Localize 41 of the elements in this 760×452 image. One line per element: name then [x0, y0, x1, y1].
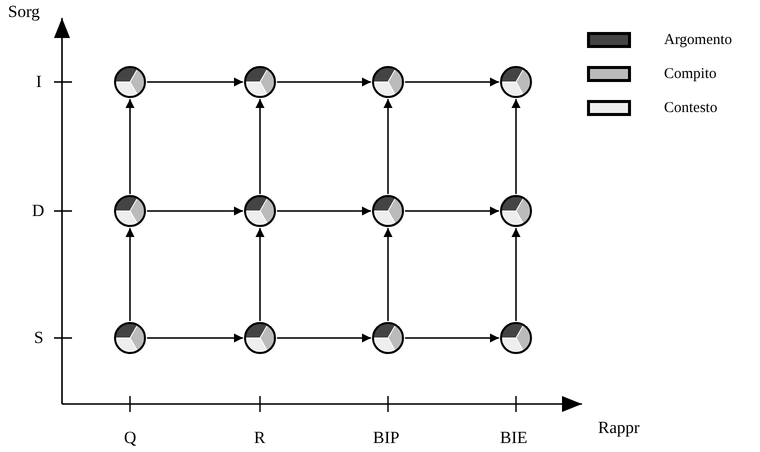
pie-icon: [499, 321, 533, 355]
arrow: [147, 206, 243, 216]
pie-icon: [243, 65, 277, 99]
arrow: [147, 78, 243, 86]
arrow: [147, 334, 243, 342]
pie-icon: [243, 321, 277, 355]
axis-title: Rappr: [598, 418, 640, 438]
axis-tick-label: R: [254, 428, 266, 448]
arrow: [512, 99, 520, 194]
legend-label: Compito: [664, 65, 717, 83]
pie-icon: [113, 194, 147, 228]
axis-tick-label: D: [32, 201, 44, 221]
pie-icon: [243, 194, 277, 228]
arrow: [126, 228, 134, 321]
pie-icon: [371, 321, 405, 355]
axis-tick-label: Q: [124, 428, 136, 448]
arrow: [512, 228, 520, 321]
legend-label: Contesto: [664, 99, 718, 117]
axis-tick-label: BIE: [500, 428, 528, 448]
pie-icon: [371, 194, 405, 228]
arrow: [405, 206, 499, 216]
pie-icon: [499, 65, 533, 99]
axis-tick-label: I: [36, 72, 42, 92]
pie-icon: [499, 194, 533, 228]
pie-icon: [113, 65, 147, 99]
axis-tick-label: S: [34, 328, 44, 348]
arrow: [256, 99, 264, 194]
arrow: [277, 78, 371, 86]
arrow: [277, 334, 371, 342]
pie-icon: [371, 65, 405, 99]
arrow: [126, 99, 134, 194]
pie-icon: [113, 321, 147, 355]
arrow: [277, 206, 371, 216]
axis-title: Sorg: [8, 2, 40, 22]
arrow: [384, 99, 392, 194]
legend-label: Argomento: [664, 31, 732, 49]
arrow: [405, 78, 499, 86]
arrow: [405, 334, 499, 342]
axis-tick-label: BIP: [373, 428, 400, 448]
arrow: [384, 228, 392, 321]
arrow: [256, 228, 264, 321]
